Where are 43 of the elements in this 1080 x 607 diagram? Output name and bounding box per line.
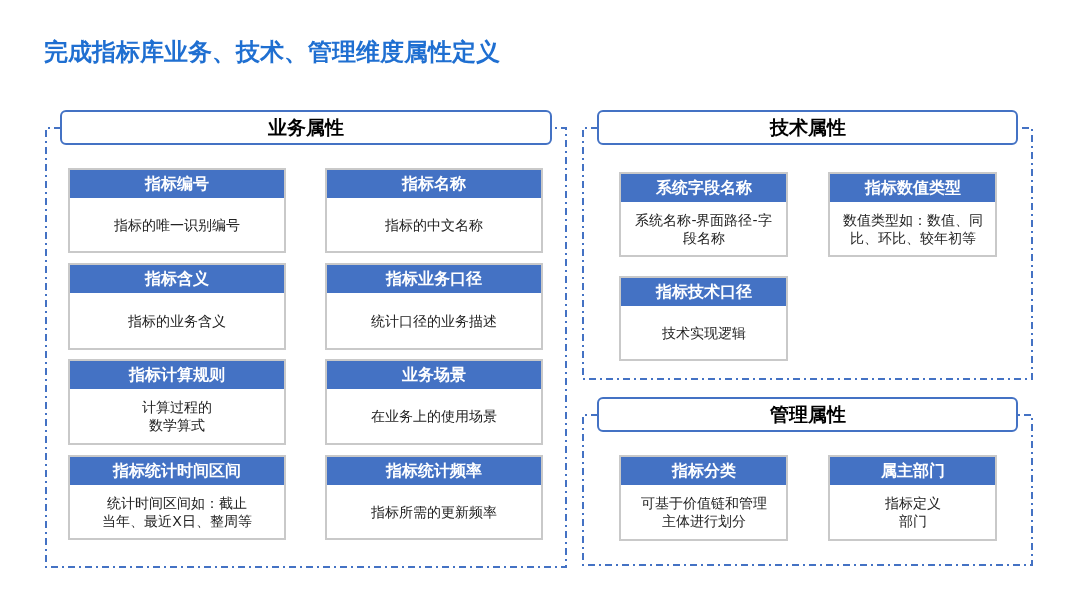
page-title: 完成指标库业务、技术、管理维度属性定义 (44, 37, 500, 68)
card-header: 指标计算规则 (70, 361, 284, 389)
group-header: 技术属性 (597, 110, 1018, 145)
attribute-card (619, 172, 788, 257)
attribute-card (325, 168, 543, 253)
card-description: 统计时间区间如：截止当年、最近X日、整周等 (102, 493, 252, 530)
card-header: 指标编号 (70, 170, 284, 198)
card-header: 属主部门 (830, 457, 995, 485)
attribute-card (619, 276, 788, 361)
card-description: 系统名称-界面路径-字段名称 (634, 210, 773, 247)
attribute-card (68, 455, 286, 540)
attribute-card (325, 263, 543, 350)
card-description: 统计口径的业务描述 (371, 311, 497, 330)
attribute-card (828, 455, 997, 541)
card-header: 系统字段名称 (621, 174, 786, 202)
attribute-card (325, 359, 543, 445)
card-header: 业务场景 (327, 361, 541, 389)
card-description: 技术实现逻辑 (661, 323, 746, 342)
attribute-card (828, 172, 997, 257)
card-header: 指标业务口径 (327, 265, 541, 293)
card-description: 指标的唯一识别编号 (114, 215, 240, 234)
card-description: 指标定义部门 (883, 494, 942, 530)
card-description: 在业务上的使用场景 (371, 407, 497, 425)
group-header: 管理属性 (597, 397, 1018, 432)
card-header: 指标技术口径 (621, 278, 786, 306)
card-description: 计算过程的数学算式 (141, 398, 213, 434)
attribute-card (68, 168, 286, 253)
card-header: 指标分类 (621, 457, 786, 485)
attribute-card (68, 359, 286, 445)
attribute-card (325, 455, 543, 540)
card-description: 可基于价值链和管理主体进行划分 (639, 494, 768, 530)
attribute-card (68, 263, 286, 350)
card-header: 指标统计时间区间 (70, 457, 284, 485)
card-header: 指标含义 (70, 265, 284, 293)
card-description: 指标所需的更新频率 (371, 502, 497, 521)
card-description: 指标的中文名称 (385, 215, 483, 234)
card-description: 数值类型如：数值、同比、环比、较年初等 (841, 210, 984, 247)
card-header: 指标数值类型 (830, 174, 995, 202)
card-header: 指标名称 (327, 170, 541, 198)
card-header: 指标统计频率 (327, 457, 541, 485)
card-description: 指标的业务含义 (128, 311, 226, 330)
group-header: 业务属性 (60, 110, 552, 145)
attribute-card (619, 455, 788, 541)
